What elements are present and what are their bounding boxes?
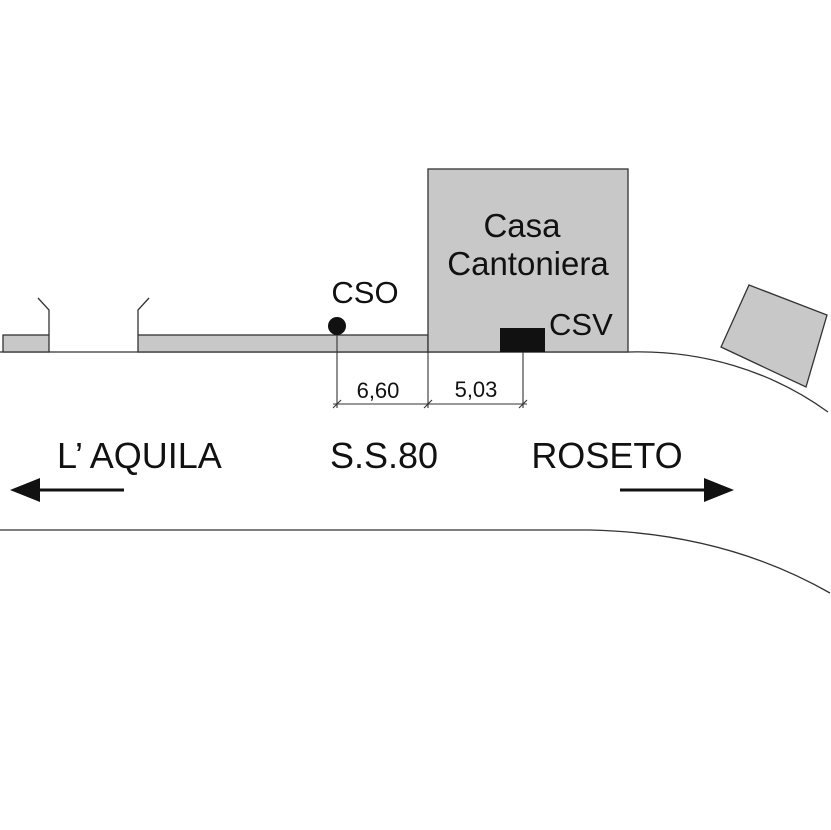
building-name-line1: Casa (483, 207, 561, 244)
building-name-line2: Cantoniera (447, 245, 609, 282)
cso-label: CSO (331, 275, 398, 310)
road-name-label: S.S.80 (330, 435, 438, 476)
arrow-left-icon (10, 478, 124, 502)
direction-left-label: L’ AQUILA (57, 435, 222, 476)
boundary-wall (2, 334, 429, 353)
dimension-lines (332, 335, 528, 409)
road-edge-south (0, 529, 831, 594)
gate-posts (37, 297, 150, 335)
csv-label: CSV (549, 307, 613, 342)
outbuilding (720, 284, 828, 388)
road-edge-north (0, 351, 829, 413)
road-edges (0, 351, 831, 594)
dimension-building-to-csv: 5,03 (455, 377, 498, 402)
dimension-cso-to-building: 6,60 (357, 378, 400, 403)
wall-segment-left (2, 334, 50, 353)
direction-right-label: ROSETO (531, 435, 682, 476)
dim-tick-1 (332, 399, 342, 409)
arrow-right-icon (620, 478, 734, 502)
gate-post-right (137, 297, 150, 335)
dim-tick-3 (518, 399, 528, 409)
cso-marker (328, 317, 346, 335)
gate-post-left (37, 297, 50, 335)
wall-segment-center (137, 334, 429, 353)
casa-cantoniera-building (427, 168, 629, 353)
csv-marker (500, 328, 545, 352)
dim-tick-2 (423, 399, 433, 409)
